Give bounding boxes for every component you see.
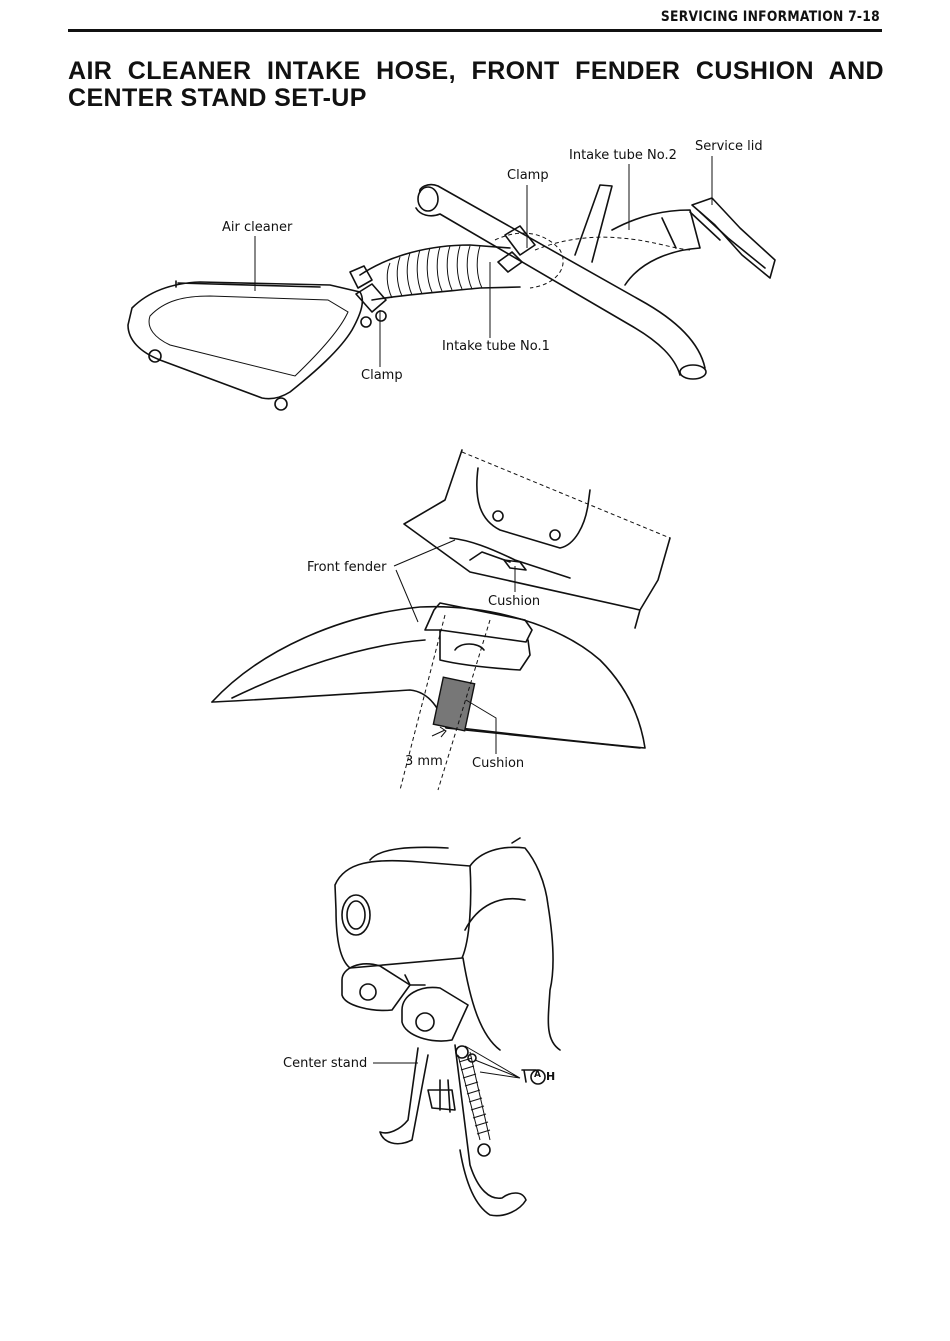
label-center-stand: Center stand xyxy=(283,1056,367,1071)
grease-symbol-suffix: H xyxy=(546,1070,555,1083)
grease-symbol-letter: A xyxy=(534,1070,541,1080)
